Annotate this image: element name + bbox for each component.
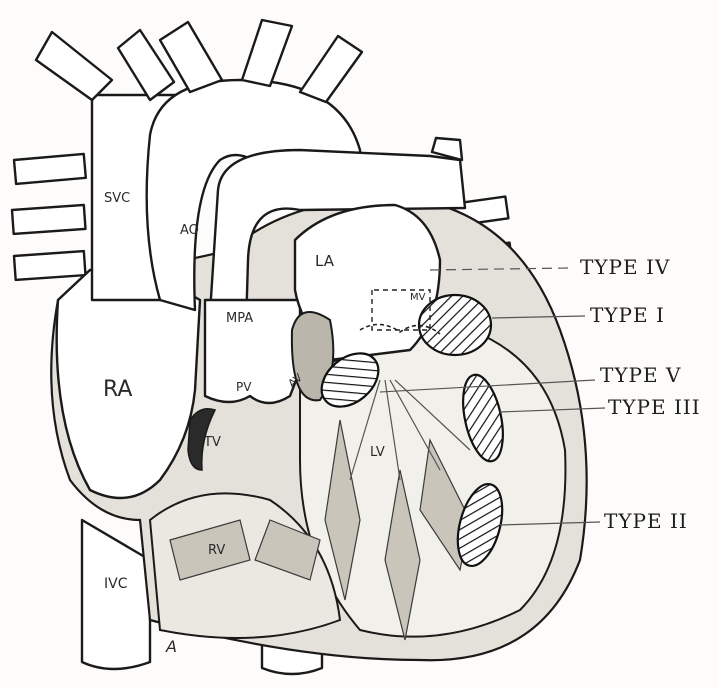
label-type-iii: TYPE III	[608, 395, 701, 419]
label-lv: LV	[370, 445, 385, 460]
carotid-artery	[242, 20, 292, 86]
ivc-vessel	[82, 520, 150, 669]
label-pv: PV	[236, 380, 252, 394]
label-type-ii: TYPE II	[604, 509, 688, 533]
label-svc: SVC	[104, 191, 130, 206]
label-mpa: MPA	[226, 311, 253, 326]
label-type-iv: TYPE IV	[580, 255, 670, 279]
label-rv: RV	[208, 543, 225, 558]
label-ra: RA	[103, 377, 132, 402]
label-tv: TV	[203, 435, 221, 450]
label-type-v: TYPE V	[600, 363, 681, 387]
pulmonary-veins-left	[12, 154, 86, 280]
label-mv: MV	[410, 292, 426, 303]
subclavian-artery	[300, 36, 362, 102]
label-la: LA	[315, 252, 335, 270]
artist-signature: A	[165, 637, 177, 656]
label-ao: AO	[180, 223, 199, 238]
label-ivc: IVC	[104, 576, 128, 592]
svc-branch-left	[36, 32, 112, 100]
label-type-i: TYPE I	[590, 303, 665, 327]
